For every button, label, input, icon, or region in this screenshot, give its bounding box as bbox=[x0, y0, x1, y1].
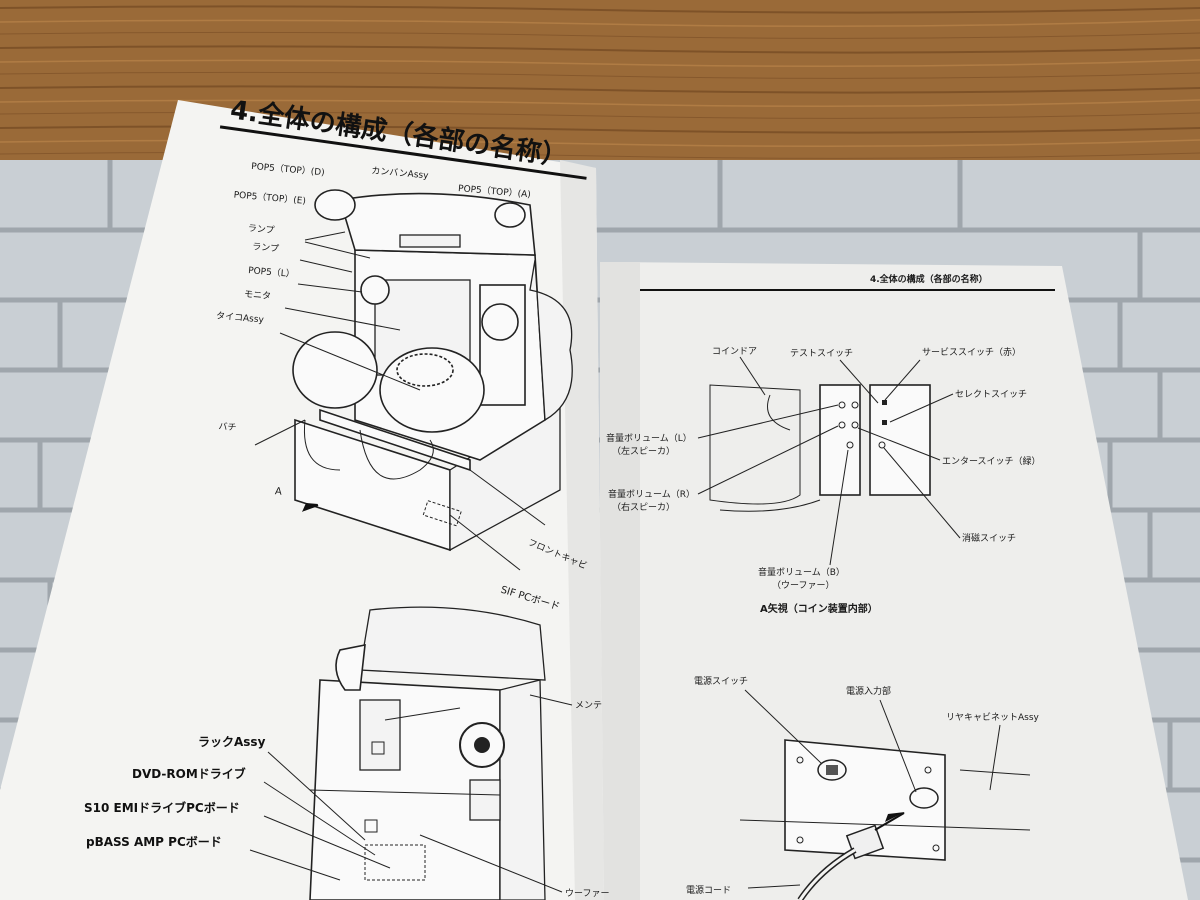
coin-device-drawing bbox=[709, 384, 931, 512]
label-volume-b: 音量ボリューム（B） bbox=[758, 566, 845, 578]
label-arrow-a: A bbox=[275, 486, 283, 498]
power-leaders bbox=[744, 689, 1001, 889]
left-bottom-labels: ラックAssy DVD-ROMドライブ S10 EMIドライブPCボード pBA… bbox=[84, 700, 609, 899]
label-s10-emi-board: S10 EMIドライブPCボード bbox=[84, 800, 240, 815]
label-service-switch: サービススイッチ（赤） bbox=[922, 347, 1021, 358]
taiko-cabinet-drawing bbox=[292, 189, 573, 552]
label-dvd-rom-drive: DVD-ROMドライブ bbox=[132, 766, 246, 781]
label-pop5-l: POP5（L） bbox=[248, 265, 295, 280]
label-right-speaker: （右スピーカ） bbox=[612, 501, 675, 513]
label-enter-switch: エンタースイッチ（緑） bbox=[942, 455, 1041, 467]
label-power-switch: 電源スイッチ bbox=[694, 676, 748, 687]
label-power-cord: 電源コード bbox=[686, 885, 731, 896]
label-rear-cabinet-assy: リヤキャビネットAssy bbox=[946, 712, 1040, 723]
label-volume-r: 音量ボリューム（R） bbox=[608, 488, 695, 500]
power-section-drawing bbox=[739, 739, 1031, 900]
label-left-speaker: （左スピーカ） bbox=[612, 445, 675, 457]
label-power-input: 電源入力部 bbox=[846, 685, 891, 697]
right-page-header: 4.全体の構成（各部の名称） bbox=[870, 273, 988, 285]
label-monitor: モニタ bbox=[244, 289, 272, 302]
label-volume-l: 音量ボリューム（L） bbox=[606, 432, 692, 444]
label-woofer: ウーファー bbox=[565, 888, 609, 899]
left-top-leaders bbox=[254, 231, 546, 571]
power-labels: 電源スイッチ 電源入力部 リヤキャビネットAssy 電源コード bbox=[686, 676, 1040, 896]
rear-cabinet-drawing bbox=[309, 606, 546, 900]
label-degauss-switch: 消磁スイッチ bbox=[962, 532, 1016, 544]
label-rack-assy: ラックAssy bbox=[198, 735, 266, 749]
label-test-switch: テストスイッチ bbox=[790, 348, 853, 359]
label-pbass-amp-board: pBASS AMP PCボード bbox=[86, 834, 222, 849]
label-woofer-paren: （ウーファー） bbox=[772, 580, 834, 591]
label-lamp-2: ランプ bbox=[252, 241, 280, 254]
label-kanban-assy: カンバンAssy bbox=[371, 165, 430, 181]
coin-leaders bbox=[697, 356, 961, 566]
label-lamp-1: ランプ bbox=[247, 223, 275, 236]
left-bottom-leaders bbox=[249, 694, 573, 893]
right-page bbox=[600, 262, 1188, 900]
label-select-switch: セレクトスイッチ bbox=[955, 389, 1027, 400]
label-maintenance: メンテ bbox=[575, 700, 602, 711]
label-bachi: バチ bbox=[218, 421, 237, 434]
label-taiko-assy: タイコAssy bbox=[216, 310, 265, 325]
label-coin-door: コインドア bbox=[712, 347, 757, 357]
coin-labels: コインドア テストスイッチ サービススイッチ（赤） セレクトスイッチ 音量ボリュ… bbox=[606, 347, 1041, 615]
coin-caption: A矢視（コイン装置内部） bbox=[760, 602, 878, 615]
